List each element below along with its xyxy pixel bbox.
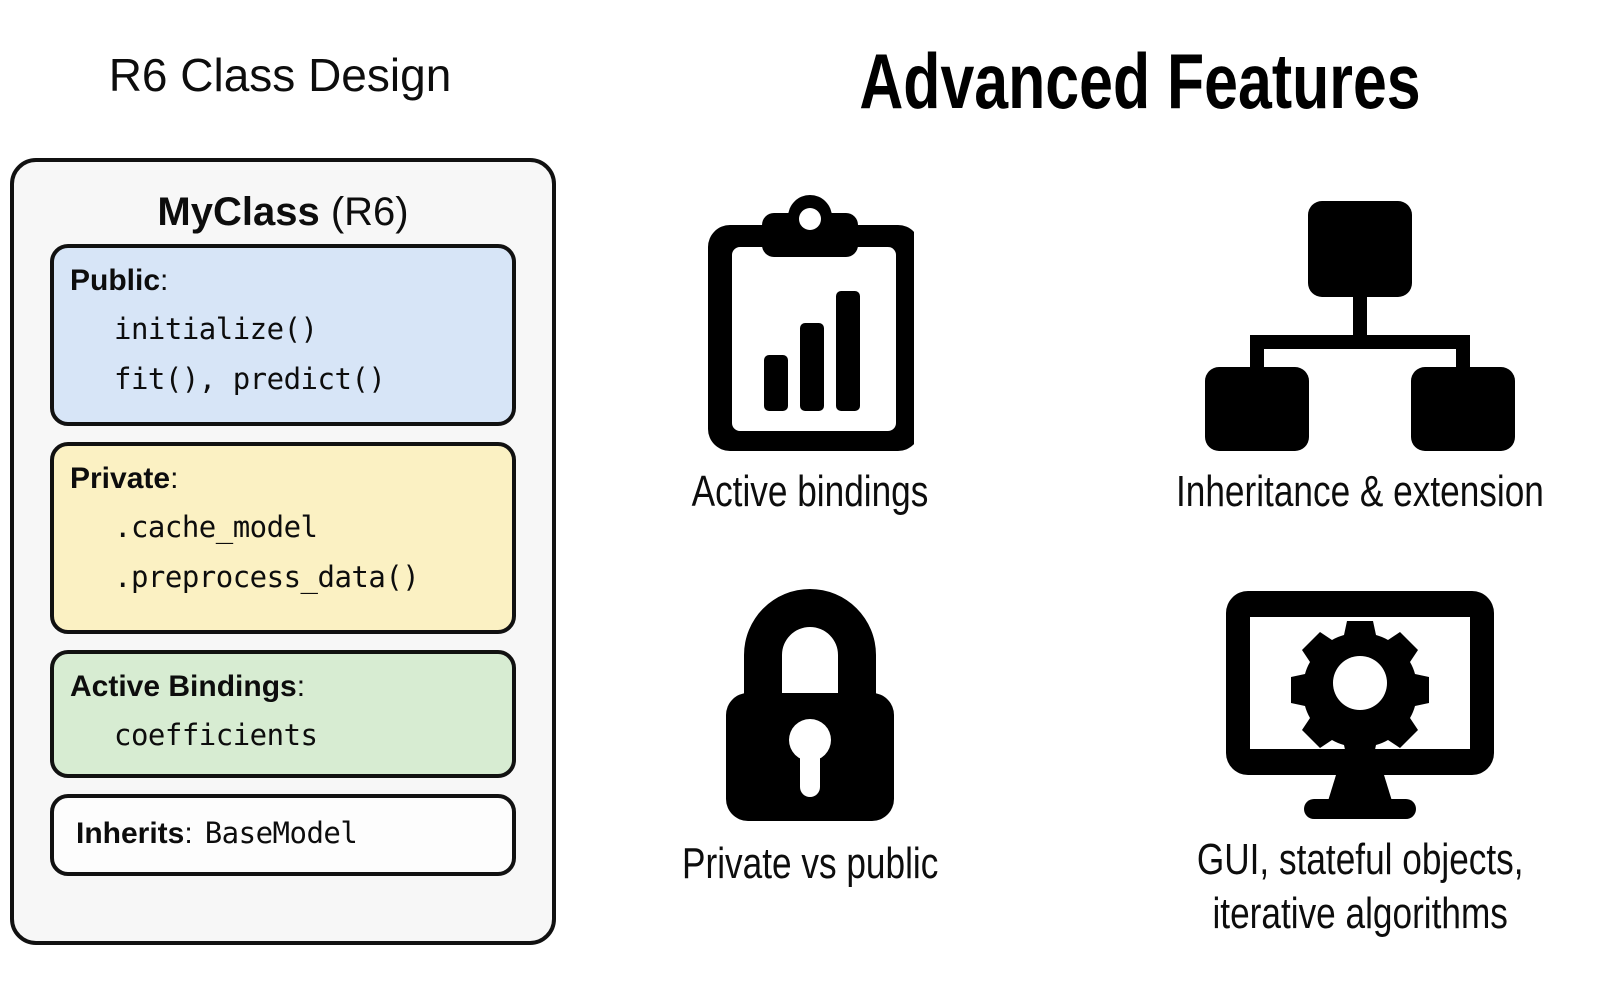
private-section: Private: .cache_model .preprocess_data() [50, 442, 516, 634]
private-member: .cache_model [114, 510, 318, 544]
right-panel-title: Advanced Features [859, 37, 1421, 125]
lock-icon-wrap [712, 585, 908, 823]
inherits-label-text: Inherits [76, 816, 185, 850]
public-section: Public: initialize() fit(), predict() [50, 244, 516, 426]
private-section-label: Private: [70, 456, 496, 502]
hierarchy-icon [1205, 201, 1515, 451]
class-kind: (R6) [330, 190, 409, 234]
inherits-value: BaseModel [204, 815, 358, 850]
active-bindings-section: Active Bindings: coefficients [50, 650, 516, 778]
inherits-row: Inherits: BaseModel [76, 815, 358, 851]
feature-active-bindings: Active bindings [620, 195, 1000, 519]
hierarchy-icon-wrap [1195, 195, 1525, 451]
feature-caption-line2: iterative algorithms [1212, 889, 1508, 938]
lock-icon [726, 589, 894, 821]
private-member: .preprocess_data() [114, 560, 420, 594]
clipboard-chart-icon-wrap [706, 195, 914, 451]
public-label-colon: : [160, 264, 169, 297]
active-bindings-label-colon: : [296, 670, 306, 703]
inherits-section: Inherits: BaseModel [50, 794, 516, 876]
public-member: fit(), predict() [114, 362, 386, 396]
public-section-label: Public: [70, 258, 496, 304]
feature-caption-line1: GUI, stateful objects, [1196, 835, 1524, 884]
active-bindings-label-text: Active Bindings [70, 670, 297, 703]
private-label-text: Private [70, 462, 171, 495]
clipboard-chart-icon [708, 195, 914, 451]
inherits-label-colon: : [184, 816, 193, 850]
monitor-gear-icon-wrap [1226, 585, 1494, 819]
monitor-gear-icon [1226, 591, 1494, 819]
feature-gui: GUI, stateful objects, iterative algorit… [1125, 585, 1595, 941]
feature-caption: Private vs public [681, 839, 939, 888]
public-member: initialize() [114, 312, 318, 346]
inherits-label: Inherits: [76, 817, 193, 851]
public-label-text: Public [70, 264, 161, 297]
active-bindings-section-label: Active Bindings: [70, 664, 496, 710]
feature-inheritance: Inheritance & extension [1125, 195, 1595, 519]
active-bindings-member: coefficients [114, 718, 318, 752]
feature-caption: Inheritance & extension [1176, 467, 1544, 516]
feature-private-public: Private vs public [620, 585, 1000, 891]
feature-caption: Active bindings [691, 467, 929, 516]
private-label-colon: : [170, 462, 179, 495]
feature-caption: GUI, stateful objects, iterative algorit… [1197, 833, 1524, 941]
class-card-header: MyClass (R6) [50, 180, 516, 244]
class-name: MyClass [157, 190, 320, 234]
left-panel-title: R6 Class Design [108, 49, 452, 101]
class-diagram-card: MyClass (R6) Public: initialize() fit(),… [10, 158, 556, 945]
